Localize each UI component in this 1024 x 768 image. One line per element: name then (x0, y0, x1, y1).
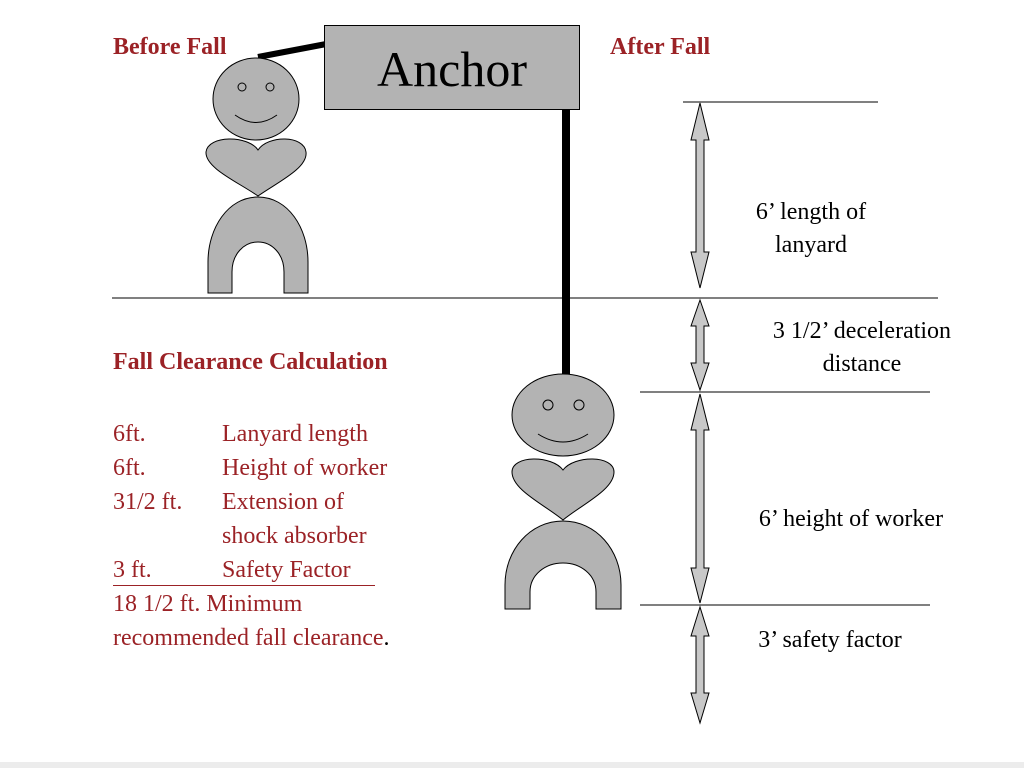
calc-value: 6ft. (113, 421, 146, 447)
worker-after-figure (504, 373, 622, 610)
lanyard-length-label: 6’ length of lanyard (755, 199, 867, 258)
deceleration-label: 3 1/2’ deceleration distance (772, 318, 952, 377)
calc-description: Extension of (222, 489, 344, 515)
calc-value: 31/2 ft. (113, 489, 183, 515)
calc-value: 6ft. (113, 455, 146, 481)
before-fall-label: Before Fall (113, 34, 227, 60)
worker-before-smile (234, 114, 278, 123)
calc-total-period: . (383, 625, 390, 651)
lanyard-arrow (690, 102, 710, 289)
worker-after-eye (573, 399, 585, 411)
calculation-title: Fall Clearance Calculation (113, 349, 388, 375)
worker-after-smile (537, 433, 589, 443)
safety-factor-label: 3’ safety factor (758, 627, 902, 653)
calc-description: shock absorber (222, 523, 367, 549)
worker-after-eye (542, 399, 554, 411)
worker-after-legs (504, 520, 622, 610)
worker-before-head (212, 57, 300, 141)
height-arrow (690, 393, 710, 604)
after-fall-label: After Fall (610, 34, 711, 60)
calc-description: Safety Factor (222, 557, 351, 583)
safety-arrow (690, 605, 710, 725)
worker-before-figure (205, 57, 309, 294)
sum-underline (113, 585, 375, 586)
anchor-box: Anchor (324, 25, 580, 110)
worker-before-eye (237, 82, 247, 92)
calc-total-line2-wrap: recommended fall clearance. (113, 621, 390, 655)
after-lanyard (560, 71, 570, 380)
calc-description: Height of worker (222, 455, 388, 481)
worker-height-label: 6’ height of worker (758, 506, 944, 532)
worker-before-torso (205, 138, 307, 197)
bottom-edge (0, 762, 1024, 768)
calc-total-line1: 18 1/2 ft. Minimum (113, 591, 303, 617)
calc-value: 3 ft. (113, 557, 152, 583)
deceleration-arrow (690, 298, 710, 392)
anchor-label: Anchor (377, 41, 527, 97)
worker-before-legs (207, 196, 309, 294)
safety-factor-row: 3 ft. Safety Factor (113, 553, 375, 587)
worker-after-head (511, 373, 615, 457)
calc-total-line2: recommended fall clearance (113, 625, 384, 651)
worker-before-eye (265, 82, 275, 92)
worker-after-torso (511, 458, 615, 521)
calc-description: Lanyard length (222, 421, 368, 447)
